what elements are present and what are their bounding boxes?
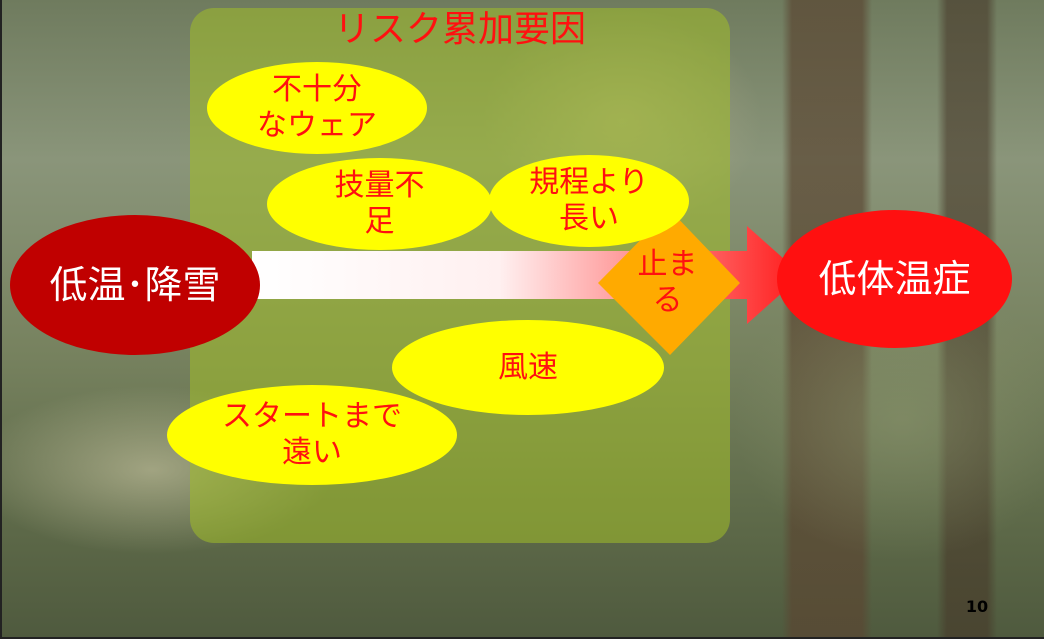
page-number: 10 bbox=[965, 597, 989, 616]
source-oval: 低温･降雪 bbox=[10, 215, 260, 355]
stop-label: 止ま る bbox=[637, 247, 698, 318]
factor-skill: 技量不 足 bbox=[267, 158, 492, 250]
stop-diamond bbox=[598, 210, 740, 355]
factor-wind: 風速 bbox=[392, 320, 664, 415]
arrow-shape bbox=[252, 226, 802, 324]
factor-length: 規程より 長い bbox=[489, 155, 689, 247]
factor-start: スタートまで 遠い bbox=[167, 385, 457, 485]
outcome-oval: 低体温症 bbox=[777, 210, 1012, 348]
panel-title: リスク累加要因 bbox=[333, 9, 586, 50]
factor-clothing: 不十分 なウェア bbox=[207, 62, 427, 154]
